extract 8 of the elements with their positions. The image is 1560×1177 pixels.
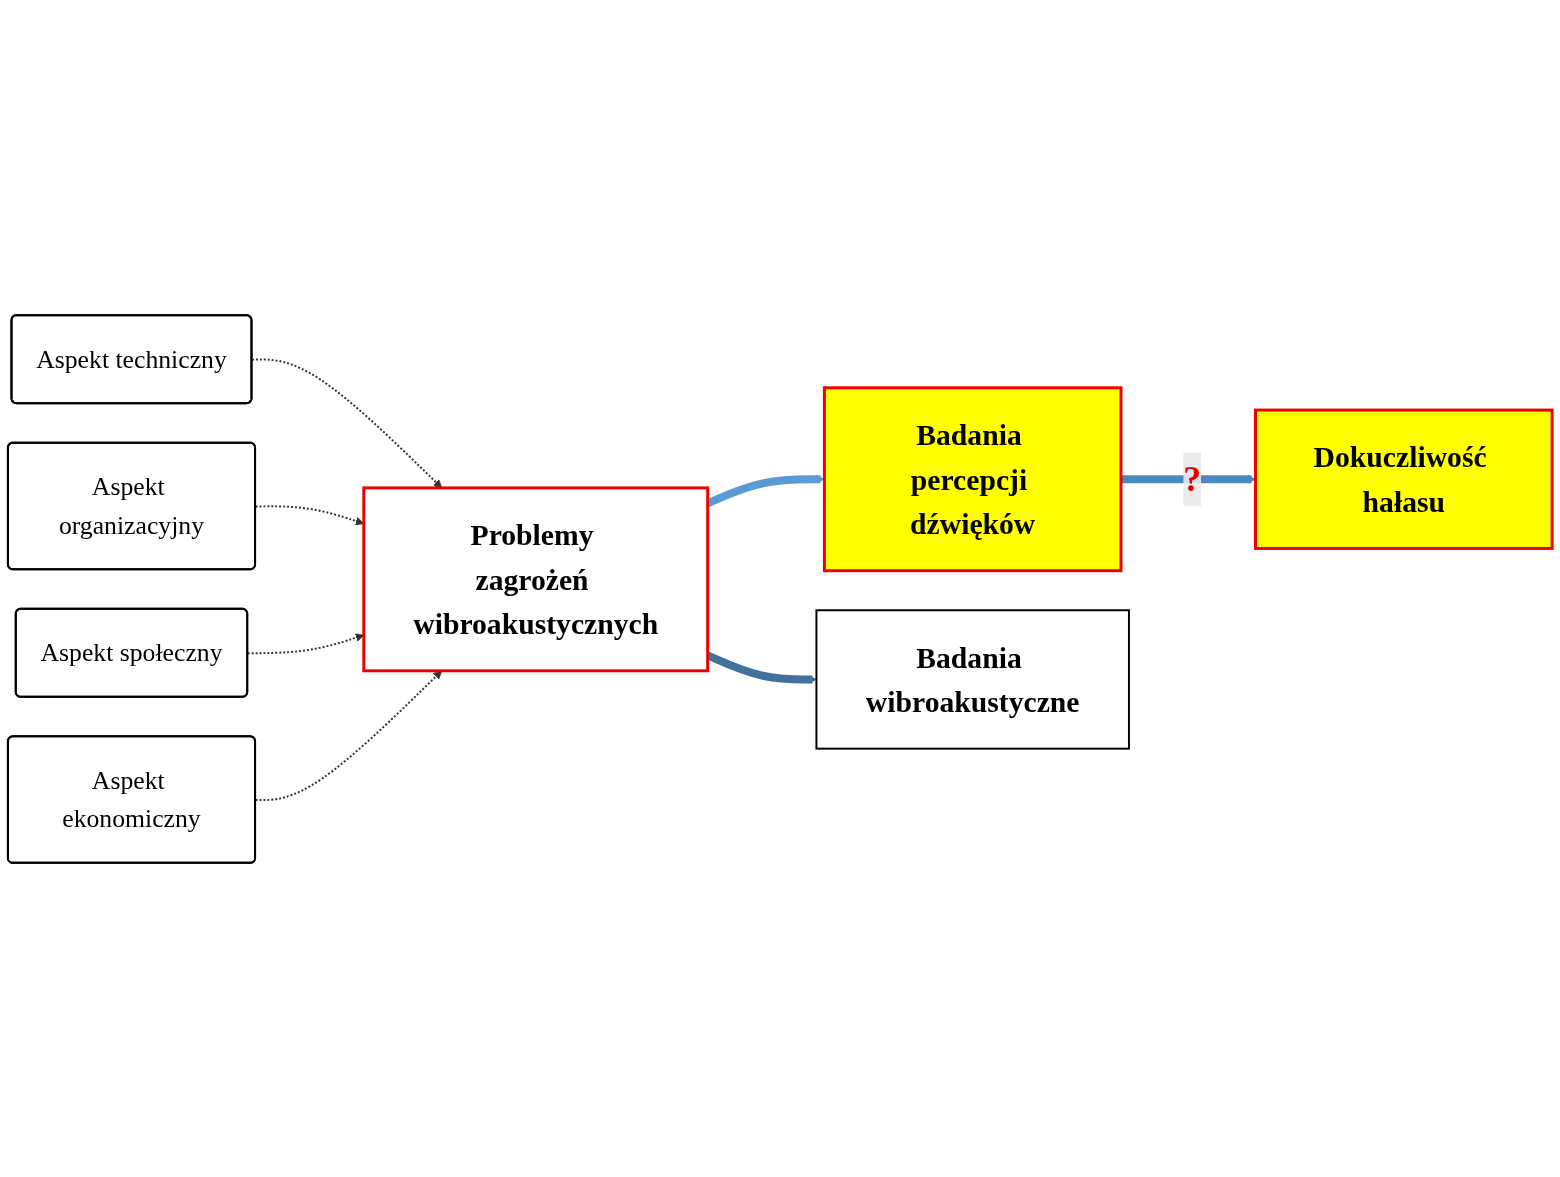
arrow	[706, 651, 817, 684]
edge-label: ?	[1183, 458, 1202, 499]
node-box: Badania wibroakustyczne	[815, 608, 1130, 750]
arrow	[1121, 474, 1256, 484]
arrow	[706, 474, 825, 507]
node-box: Problemy zagrożeń wibroakustycznych	[362, 485, 710, 672]
node-box: Dokuczliwość hałasu	[1254, 408, 1554, 550]
node-box: Badania percepcji dźwięków	[822, 385, 1123, 572]
